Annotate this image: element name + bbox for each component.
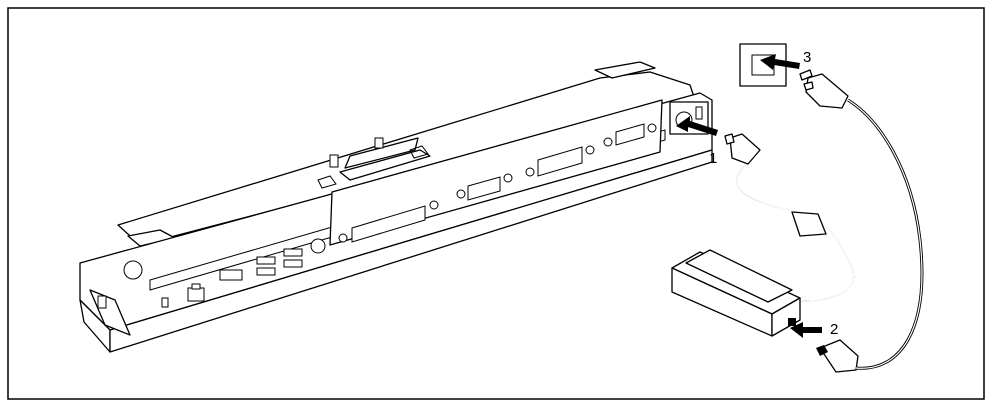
port-replicator-icon bbox=[79, 61, 713, 353]
ac-adapter-icon bbox=[671, 249, 801, 337]
power-cable-icon bbox=[799, 69, 924, 373]
power-cable-icon bbox=[689, 133, 855, 302]
callout-2: 2 bbox=[830, 321, 838, 338]
arrow-icon bbox=[676, 116, 718, 136]
arrow-icon bbox=[790, 322, 822, 338]
callout-1: 1 bbox=[709, 150, 717, 167]
callout-3: 3 bbox=[803, 49, 811, 66]
arrow-icon bbox=[760, 54, 800, 70]
